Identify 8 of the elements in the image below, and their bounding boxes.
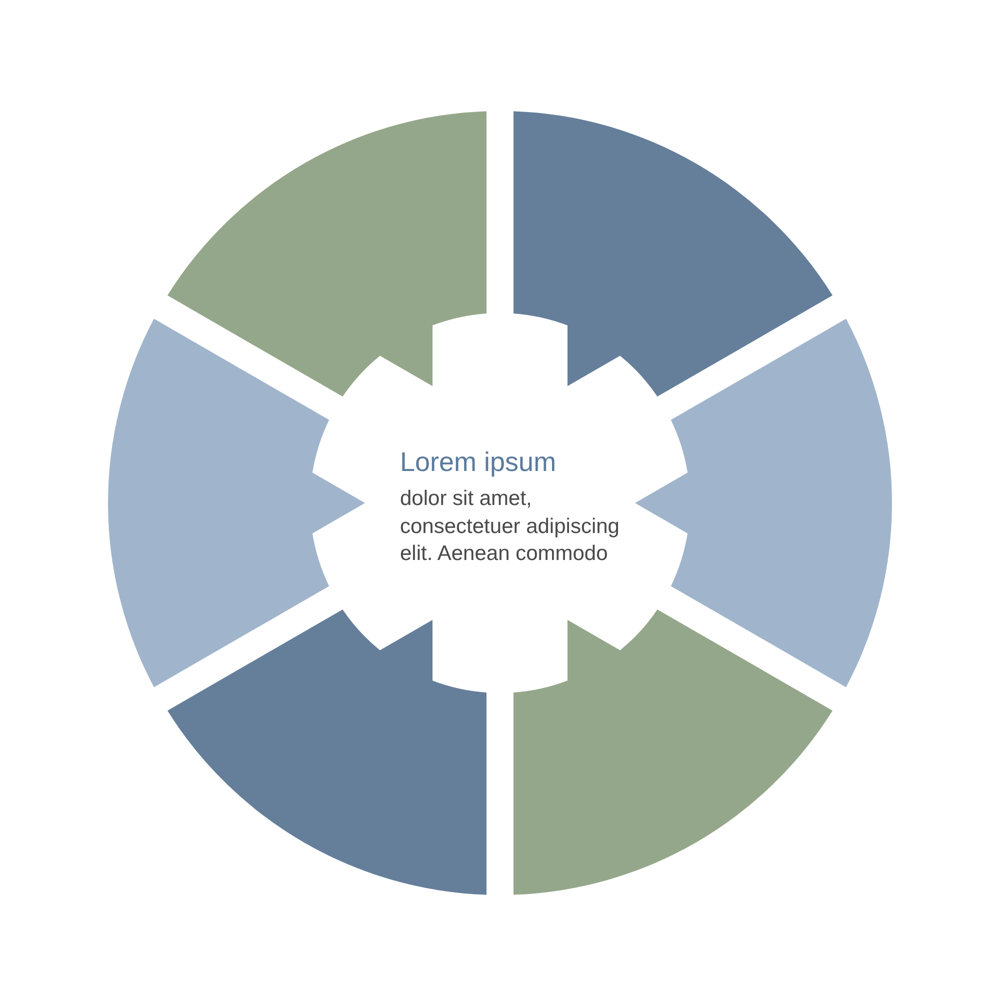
body-text: dolor sit amet, consectetuer adipiscing elit. Aenean commodo <box>400 486 620 567</box>
ring-segment <box>167 609 487 895</box>
ring-segment <box>635 318 892 688</box>
ring-segment <box>108 318 365 688</box>
ring-segment <box>167 111 487 397</box>
heading-text: Lorem ipsum <box>400 446 556 478</box>
ring-segment <box>513 111 833 397</box>
ring-segment <box>513 609 833 895</box>
